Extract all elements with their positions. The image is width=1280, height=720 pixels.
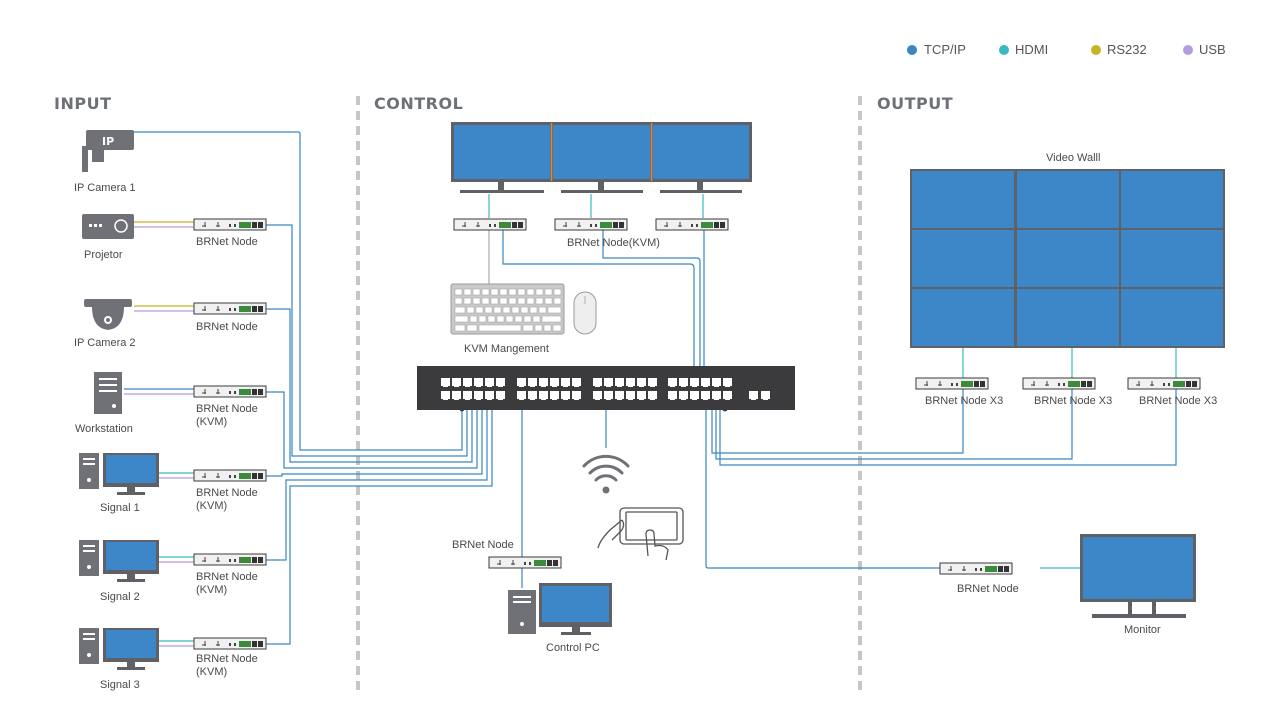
brnet-node-monitor-label: BRNet Node: [957, 583, 1019, 595]
ip-camera-1-label: IP Camera 1: [74, 182, 136, 194]
brnet-node-kvm-control-label: BRNet Node(KVM): [567, 237, 660, 249]
mouse-icon: [573, 291, 597, 335]
brnet-node-x3-2: [1022, 377, 1096, 390]
legend-rs232-label: RS232: [1107, 42, 1147, 57]
legend-tcpip-dot: [907, 45, 917, 55]
brnet-node-x3-2-label: BRNet Node X3: [1034, 395, 1112, 407]
legend-rs232-dot: [1091, 45, 1101, 55]
brnet-node-kvm-workstation: [193, 385, 267, 398]
legend: TCP/IP HDMI RS232 USB: [907, 42, 1226, 57]
legend-hdmi-dot: [999, 45, 1009, 55]
brnet-node-kvm-signal-3-label: BRNet Node: [196, 653, 258, 665]
video-wall-label: Video Walll: [1046, 152, 1100, 164]
signal-2-computer-icon: [79, 540, 159, 582]
brnet-node-kvm-signal-2-sublabel: (KVM): [196, 584, 227, 596]
signal-3-computer-icon: [79, 628, 159, 670]
signal-1-label: Signal 1: [100, 502, 140, 514]
brnet-node-x3-3-label: BRNet Node X3: [1139, 395, 1217, 407]
legend-tcpip-label: TCP/IP: [924, 42, 966, 57]
ip-camera-2-label: IP Camera 2: [74, 337, 136, 349]
brnet-node-ip-camera-2: [193, 302, 267, 315]
brnet-node-kvm-control-1: [453, 218, 527, 231]
brnet-node-ip-camera-2-label: BRNet Node: [196, 321, 258, 333]
brnet-node-projector-label: BRNet Node: [196, 236, 258, 248]
keyboard-icon: [450, 283, 565, 335]
brnet-node-kvm-workstation-sublabel: (KVM): [196, 416, 227, 428]
video-wall-icon: [910, 169, 1225, 348]
brnet-node-kvm-workstation-label: BRNet Node: [196, 403, 258, 415]
legend-hdmi-label: HDMI: [1015, 42, 1048, 57]
control-pc-icon: [508, 583, 612, 635]
brnet-node-kvm-control-3: [655, 218, 729, 231]
ip-camera-2-icon: [84, 299, 132, 330]
brnet-node-kvm-signal-2-label: BRNet Node: [196, 571, 258, 583]
ip-camera-1-icon: IP: [82, 130, 134, 172]
brnet-node-x3-1: [915, 377, 989, 390]
signal-1-computer-icon: [79, 453, 159, 495]
brnet-node-x3-3: [1127, 377, 1201, 390]
brnet-node-kvm-signal-1-sublabel: (KVM): [196, 500, 227, 512]
section-title-output: OUTPUT: [877, 94, 953, 113]
signal-3-label: Signal 3: [100, 679, 140, 691]
section-title-control: CONTROL: [374, 94, 463, 113]
projector-label: Projetor: [84, 249, 123, 261]
brnet-node-kvm-control-2: [554, 218, 628, 231]
workstation-label: Workstation: [75, 423, 133, 435]
network-switch-icon: [417, 366, 795, 412]
control-pc-label: Control PC: [546, 642, 600, 654]
brnet-node-kvm-signal-3-sublabel: (KVM): [196, 666, 227, 678]
brnet-node-kvm-signal-2: [193, 553, 267, 566]
legend-usb-label: USB: [1199, 42, 1226, 57]
brnet-node-control-pc-label: BRNet Node: [452, 539, 514, 551]
wires: [124, 131, 1177, 647]
ip-camera-badge: IP: [102, 135, 114, 148]
control-monitor-wall-icon: [451, 122, 752, 193]
brnet-node-projector: [193, 218, 267, 231]
monitor-icon: [1080, 534, 1196, 618]
legend-usb-dot: [1183, 45, 1193, 55]
brnet-node-x3-1-label: BRNet Node X3: [925, 395, 1003, 407]
monitor-label: Monitor: [1124, 624, 1161, 636]
brnet-node-control-pc: [488, 556, 562, 569]
kvm-management-label: KVM Mangement: [464, 343, 549, 355]
brnet-node-kvm-signal-1-label: BRNet Node: [196, 487, 258, 499]
projector-icon: [82, 214, 134, 239]
tablet-touch-icon: [597, 507, 684, 561]
wifi-icon: [582, 454, 630, 494]
signal-2-label: Signal 2: [100, 591, 140, 603]
workstation-icon: [94, 372, 122, 414]
brnet-node-kvm-signal-1: [193, 469, 267, 482]
brnet-node-monitor: [939, 562, 1013, 575]
brnet-node-kvm-signal-3: [193, 637, 267, 650]
section-title-input: INPUT: [54, 94, 111, 113]
